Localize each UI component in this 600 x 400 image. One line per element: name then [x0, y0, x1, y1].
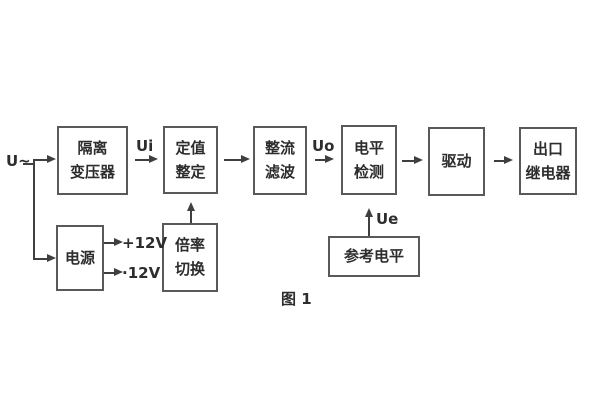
arrow-right-icon: [414, 156, 423, 164]
arrow-up-icon: [187, 202, 195, 211]
block-setting-adjust: 定值 整定: [163, 126, 218, 194]
block-label: 倍率: [174, 236, 205, 254]
block-label: 切换: [174, 260, 205, 278]
block-label: 检测: [353, 162, 384, 181]
block-label: 定值: [175, 138, 206, 157]
block-drive: 驱动: [428, 127, 485, 196]
connector-line: [33, 160, 35, 259]
label-ue: Ue: [376, 210, 399, 228]
connector-line: [33, 159, 47, 161]
arrow-up-icon: [365, 208, 373, 217]
connector-line: [402, 160, 415, 162]
connector-line: [23, 163, 34, 165]
arrow-right-icon: [149, 155, 158, 163]
block-label: 滤波: [264, 163, 295, 181]
block-label: 隔离: [77, 139, 108, 157]
figure-caption: 图 1: [281, 290, 312, 308]
block-reference-level: 参考电平: [328, 236, 420, 277]
block-isolation-transformer: 隔离 变压器: [57, 126, 128, 195]
arrow-right-icon: [47, 254, 56, 262]
block-level-detect: 电平 检测: [341, 125, 397, 195]
arrow-right-icon: [504, 156, 513, 164]
connector-line: [224, 159, 242, 161]
label-input-voltage: U~: [6, 152, 31, 170]
connector-line: [104, 272, 115, 274]
block-label: 电源: [64, 248, 95, 267]
connector-line: [315, 159, 326, 161]
connector-line: [368, 216, 370, 236]
connector-line: [190, 210, 192, 223]
block-label: 电平: [353, 138, 384, 157]
arrow-right-icon: [114, 268, 123, 276]
block-output-relay: 出口 继电器: [519, 127, 577, 195]
arrow-right-icon: [241, 155, 250, 163]
label-plus-12v: +12V: [122, 234, 168, 252]
block-label: 整流: [264, 139, 295, 157]
label-uo: Uo: [312, 137, 335, 155]
label-minus-12v: ·12V: [122, 264, 161, 282]
block-label: 参考电平: [343, 247, 404, 265]
connector-line: [494, 160, 505, 162]
connector-line: [33, 258, 47, 260]
connector-line: [135, 159, 150, 161]
block-label: 整定: [175, 162, 206, 181]
arrow-right-icon: [325, 155, 334, 163]
block-label: 继电器: [525, 163, 571, 182]
connector-line: [104, 242, 115, 244]
block-label: 驱动: [441, 152, 472, 170]
block-ratio-switch: 倍率 切换: [162, 223, 218, 292]
label-ui: Ui: [136, 137, 154, 155]
block-rectifier-filter: 整流 滤波: [253, 126, 307, 195]
block-label: 变压器: [69, 163, 115, 181]
arrow-right-icon: [114, 238, 123, 246]
block-power-supply: 电源: [56, 225, 104, 291]
arrow-right-icon: [47, 155, 56, 163]
block-label: 出口: [532, 139, 563, 158]
